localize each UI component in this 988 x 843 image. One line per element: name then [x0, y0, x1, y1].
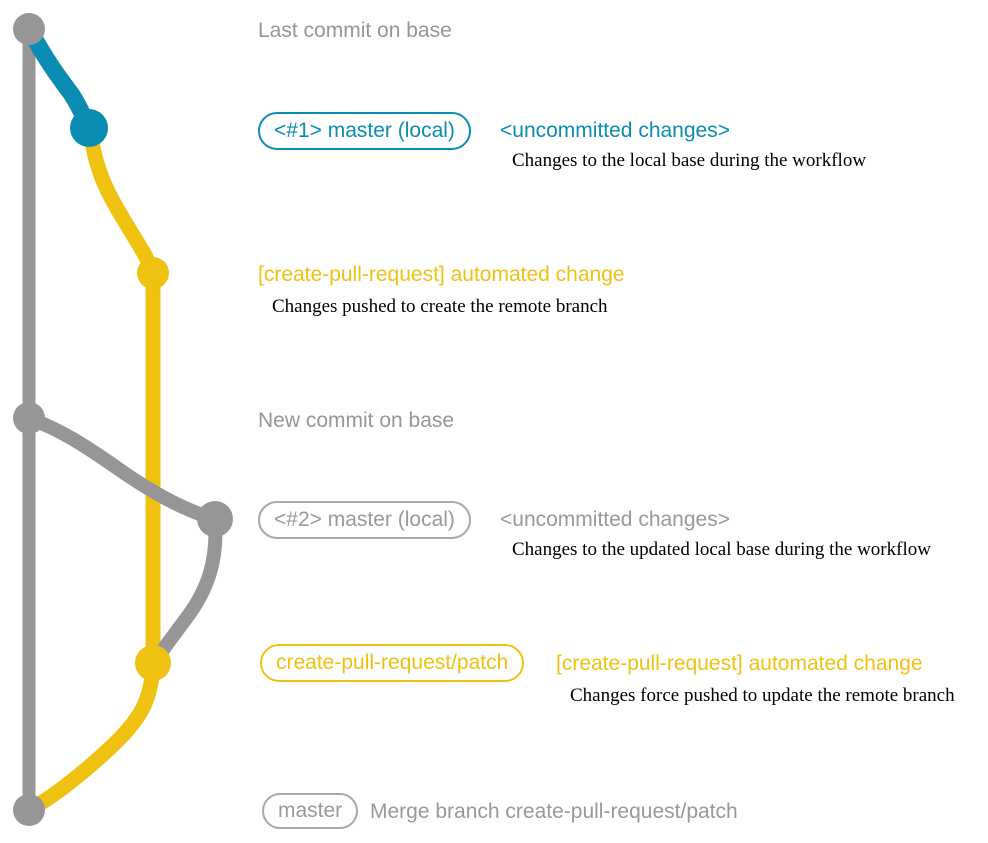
description-local-base-changes: Changes to the local base during the wor…	[512, 150, 867, 171]
local-2-to-remote-2-line	[146, 512, 223, 670]
description-updated-local-base-changes: Changes to the updated local base during…	[512, 539, 931, 560]
label-new-commit-on-base: New commit on base	[258, 409, 455, 432]
message-uncommitted-changes-1: <uncommitted changes>	[500, 119, 730, 142]
base-to-local-2-line	[22, 411, 222, 526]
badge-master[interactable]: master	[262, 793, 359, 829]
message-automated-change-1: [create-pull-request] automated change	[258, 263, 625, 286]
badge-local-master-2[interactable]: <#2> master (local)	[258, 501, 471, 539]
node-new-commit-on-base[interactable]	[13, 402, 45, 434]
node-automated-change-2[interactable]	[135, 645, 171, 681]
message-uncommitted-changes-2: <uncommitted changes>	[500, 508, 730, 531]
message-automated-change-2: [create-pull-request] automated change	[556, 652, 923, 675]
description-force-pushed-remote-branch: Changes force pushed to update the remot…	[570, 685, 955, 706]
node-local-master-1[interactable]	[70, 109, 108, 147]
merge-line	[21, 655, 161, 818]
badge-local-master-1[interactable]: <#1> master (local)	[258, 112, 471, 150]
node-local-master-2[interactable]	[197, 501, 233, 537]
node-automated-change-1[interactable]	[137, 257, 169, 289]
badge-create-pull-request-patch[interactable]: create-pull-request/patch	[260, 644, 525, 682]
node-merge-commit-master[interactable]	[13, 794, 45, 826]
label-last-commit-on-base: Last commit on base	[258, 19, 452, 42]
message-merge-branch: Merge branch create-pull-request/patch	[370, 800, 738, 823]
remote-branch-line-1	[81, 120, 161, 281]
node-last-commit-on-base[interactable]	[13, 13, 45, 45]
description-pushed-remote-branch: Changes pushed to create the remote bran…	[272, 296, 608, 317]
